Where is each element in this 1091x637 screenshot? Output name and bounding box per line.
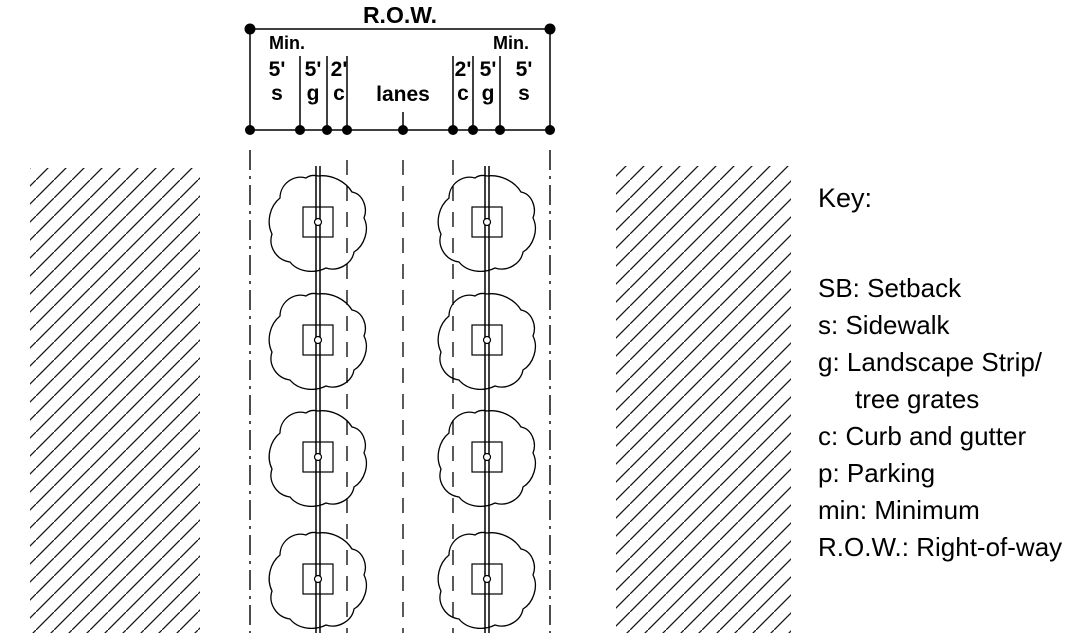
dim-letter: s	[518, 82, 530, 105]
dim-value: 5'	[479, 58, 497, 81]
tree-row-left	[268, 174, 368, 630]
dim-value: 2'	[330, 58, 348, 81]
lane-and-curb-lines	[346, 160, 454, 633]
key-entry-minimum: min: Minimum	[818, 495, 980, 525]
row-dimension-label: R.O.W.	[362, 2, 438, 28]
dimension-dots	[244, 23, 556, 135]
dim-sidewalk-right: 5' s	[501, 58, 547, 106]
dim-letter: g	[306, 82, 320, 105]
key-entry-row: R.O.W.: Right-of-way	[818, 532, 1063, 562]
key-entry-sidewalk: s: Sidewalk	[818, 310, 950, 340]
landscape-strip-lines	[315, 166, 490, 633]
hatch-block-left	[30, 168, 200, 633]
dim-landscape-left: 5' g	[290, 58, 336, 106]
dim-value: 5'	[304, 58, 322, 81]
min-label-left: Min.	[269, 33, 305, 53]
dim-value: 5'	[268, 58, 286, 81]
dimension-lines	[249, 28, 551, 131]
key-entry-parking: p: Parking	[818, 458, 936, 488]
dim-letter: c	[457, 82, 469, 105]
key-entry-landscape: g: Landscape Strip/	[818, 347, 1043, 377]
dim-curb-right: 2' c	[440, 58, 486, 106]
dim-letter: g	[481, 82, 495, 105]
min-label-right: Min.	[493, 33, 529, 53]
dim-landscape-right: 5' g	[465, 58, 511, 106]
dim-value: 2'	[454, 58, 472, 81]
dim-letter: s	[271, 82, 283, 105]
dim-curb-left: 2' c	[316, 58, 362, 106]
dim-letter: c	[333, 82, 345, 105]
key-entry-curb: c: Curb and gutter	[818, 421, 1027, 451]
key-title: Key:	[818, 183, 873, 213]
legend-key: Key: SB: Setback s: Sidewalk g: Landscap…	[818, 183, 1062, 566]
key-entry-tree-grates: tree grates	[855, 384, 980, 414]
dim-value: 5'	[515, 58, 533, 81]
dim-sidewalk-left: 5' s	[254, 58, 300, 106]
row-property-lines	[249, 150, 551, 633]
key-entry-setback: SB: Setback	[818, 273, 962, 303]
lanes-label: lanes	[376, 83, 430, 106]
hatch-block-right	[616, 166, 791, 633]
